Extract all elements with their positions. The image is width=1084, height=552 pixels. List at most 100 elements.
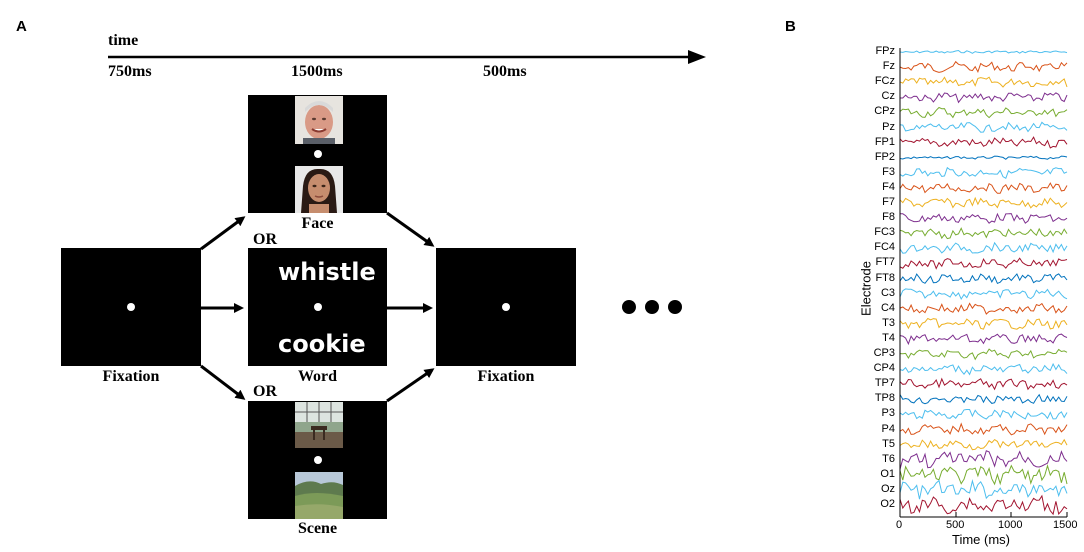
eeg-trace-p3 [899, 409, 1068, 420]
word-label: Word [297, 368, 338, 385]
panel-a-letter: A [16, 18, 27, 35]
y-axis-title: Electrode [858, 261, 874, 316]
duration-fixation: 750ms [108, 63, 152, 80]
or-label-top: OR [253, 231, 277, 248]
electrode-label-fcz: FCz [874, 75, 895, 88]
x-tick-1500: 1500 [1053, 519, 1078, 531]
scene-screen [248, 401, 387, 519]
eeg-trace-f7 [899, 196, 1068, 209]
face-screen [248, 95, 387, 213]
x-tick-500: 500 [946, 519, 965, 531]
eeg-trace-tp8 [899, 393, 1068, 405]
electrode-label-o2: O2 [880, 498, 895, 510]
ellipsis-dot-3 [668, 300, 682, 314]
electrode-label-fc4: FC4 [874, 241, 895, 254]
electrode-label-p3: P3 [881, 407, 895, 420]
fixation-label-left: Fixation [102, 368, 160, 385]
eeg-trace-fc3 [899, 227, 1068, 240]
electrode-label-f7: F7 [882, 196, 895, 208]
eeg-trace-fcz [899, 76, 1068, 88]
electrode-label-pz: Pz [882, 120, 895, 133]
eeg-trace-cp4 [899, 362, 1068, 376]
electrode-label-cpz: CPz [874, 105, 895, 118]
eeg-trace-fz [899, 60, 1068, 74]
electrode-label-ft7: FT7 [875, 256, 895, 269]
face-label: Face [301, 215, 334, 232]
electrode-label-t4: T4 [882, 331, 895, 344]
word-top: whistle [278, 258, 376, 286]
eeg-trace-cpz [899, 106, 1068, 119]
electrode-label-cp3: CP3 [873, 347, 895, 359]
word-center-dot [314, 303, 322, 311]
eeg-trace-c4 [899, 302, 1068, 315]
fixation-dot [127, 303, 135, 311]
eeg-trace-ft8 [899, 273, 1068, 285]
panel-b-letter: B [785, 18, 796, 35]
electrode-label-tp8: TP8 [874, 392, 895, 405]
eeg-trace-p4 [899, 422, 1068, 436]
flow-arrows [200, 211, 435, 403]
electrode-label-fp1: FP1 [874, 135, 895, 148]
timeline-label: time [108, 32, 139, 49]
electrode-label-c4: C4 [880, 301, 895, 314]
electrode-label-cp4: CP4 [873, 362, 895, 375]
eeg-trace-pz [899, 121, 1068, 133]
eeg-trace-o2 [899, 494, 1068, 516]
electrode-label-fpz: FPz [875, 45, 895, 57]
electrode-label-cz: Cz [881, 90, 895, 103]
face-photo-top [295, 96, 343, 144]
electrode-label-fz: Fz [882, 60, 895, 73]
ellipsis-dot-2 [645, 300, 659, 314]
eeg-trace-t3 [899, 317, 1068, 330]
fixation-dot-right [502, 303, 510, 311]
electrode-label-ft8: FT8 [875, 271, 895, 284]
eeg-trace-oz [899, 479, 1068, 500]
eeg-trace-c3 [899, 288, 1068, 301]
electrode-label-t6: T6 [882, 452, 895, 465]
eeg-trace-fp2 [899, 155, 1068, 160]
eeg-trace-f4 [899, 182, 1068, 194]
electrode-label-fp2: FP2 [874, 150, 895, 163]
eeg-trace-cp3 [899, 348, 1068, 361]
fixation-screen-left [61, 248, 201, 366]
eeg-trace-tp7 [899, 377, 1068, 391]
scene-photo-bottom [295, 472, 343, 519]
or-label-bottom: OR [253, 383, 277, 400]
eeg-trace-t4 [899, 333, 1068, 346]
eeg-plot [899, 48, 1068, 518]
eeg-trace-f3 [899, 166, 1068, 180]
electrode-label-tp7: TP7 [874, 377, 895, 390]
duration-fixation-end: 500ms [483, 63, 527, 80]
x-tick-1000: 1000 [998, 519, 1023, 531]
scene-label: Scene [297, 520, 338, 537]
eeg-trace-f8 [899, 212, 1068, 224]
electrode-label-fc3: FC3 [874, 226, 895, 239]
electrode-label-oz: Oz [880, 482, 895, 495]
scene-photo-top [295, 402, 343, 448]
eeg-trace-o1 [899, 464, 1068, 486]
face-center-dot [314, 150, 322, 158]
eeg-trace-cz [900, 92, 1068, 104]
electrode-label-f4: F4 [882, 180, 895, 193]
fixation-screen-right [436, 248, 576, 366]
eeg-trace-ft7 [899, 257, 1068, 270]
electrode-label-c3: C3 [880, 286, 895, 299]
timeline-arrow [108, 50, 706, 64]
duration-stimulus: 1500ms [291, 63, 343, 80]
fixation-label-right: Fixation [477, 368, 535, 385]
word-screen: whistle cookie [248, 248, 387, 366]
x-axis-title: Time (ms) [952, 532, 1011, 547]
electrode-label-p4: P4 [881, 422, 895, 435]
eeg-trace-t5 [899, 438, 1068, 451]
eeg-trace-fpz [899, 49, 1068, 54]
scene-center-dot [314, 456, 322, 464]
ellipsis-dot-1 [622, 300, 636, 314]
electrode-label-f3: F3 [882, 165, 895, 178]
eeg-trace-t6 [899, 450, 1068, 470]
electrode-label-f8: F8 [882, 211, 895, 224]
electrode-label-o1: O1 [880, 467, 895, 480]
eeg-trace-fc4 [899, 241, 1068, 254]
x-tick-0: 0 [896, 519, 903, 531]
eeg-trace-fp1 [899, 136, 1068, 149]
electrode-label-t3: T3 [882, 316, 895, 329]
